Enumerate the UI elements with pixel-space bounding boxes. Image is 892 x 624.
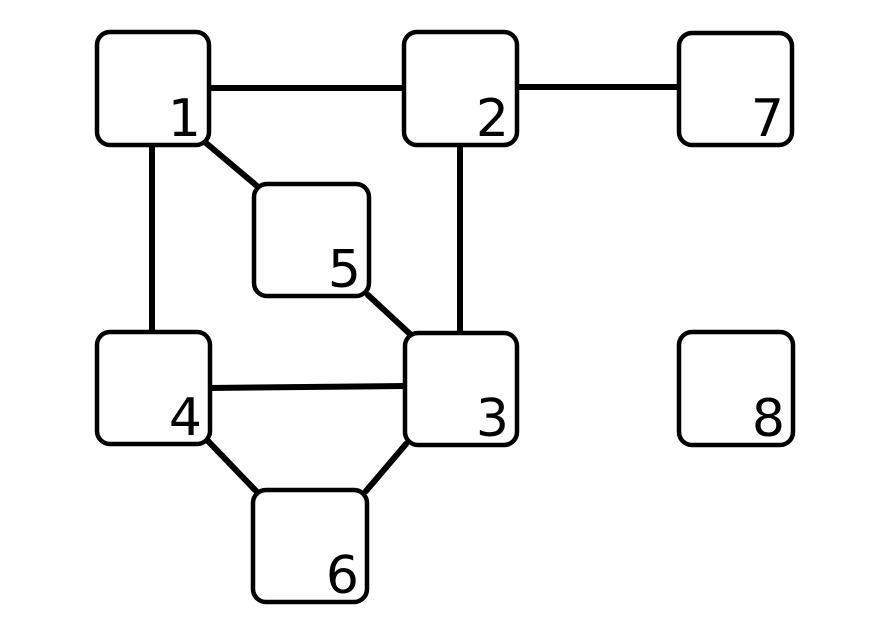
- graph-node-5[interactable]: 5: [251, 181, 372, 300]
- graph-node-3[interactable]: 3: [402, 330, 520, 449]
- graph-node-box-3[interactable]: [402, 330, 520, 448]
- graph-node-1[interactable]: 1: [94, 29, 212, 149]
- graph-node-label-5: 5: [328, 240, 361, 300]
- graph-edge-5-3: [365, 292, 413, 337]
- graph-node-4[interactable]: 4: [94, 329, 213, 448]
- graph-node-label-4: 4: [169, 388, 202, 448]
- graph-node-box-2[interactable]: [401, 29, 520, 148]
- graph-node-2[interactable]: 2: [401, 29, 520, 149]
- graph-node-box-6[interactable]: [250, 487, 370, 605]
- graph-node-8[interactable]: 8: [676, 329, 796, 449]
- graph-node-7[interactable]: 7: [676, 30, 795, 149]
- graph-node-label-6: 6: [326, 546, 359, 606]
- graph-node-label-3: 3: [476, 389, 509, 449]
- graph-edge-4-6: [205, 438, 260, 495]
- graph-node-label-1: 1: [168, 89, 201, 149]
- graph-node-6[interactable]: 6: [250, 487, 370, 606]
- graph-edge-1-5: [203, 140, 260, 189]
- graph-node-box-5[interactable]: [251, 181, 372, 299]
- graph-node-box-8[interactable]: [676, 329, 796, 448]
- graph-edge-3-6: [363, 441, 409, 494]
- graph-node-label-8: 8: [752, 389, 785, 449]
- graph-edge-4-3: [206, 383, 409, 391]
- graph-node-box-1[interactable]: [94, 29, 212, 148]
- graph-node-label-2: 2: [476, 89, 509, 149]
- graph-node-box-7[interactable]: [676, 30, 795, 148]
- graph-node-box-4[interactable]: [94, 329, 213, 447]
- graph-node-label-7: 7: [751, 89, 784, 149]
